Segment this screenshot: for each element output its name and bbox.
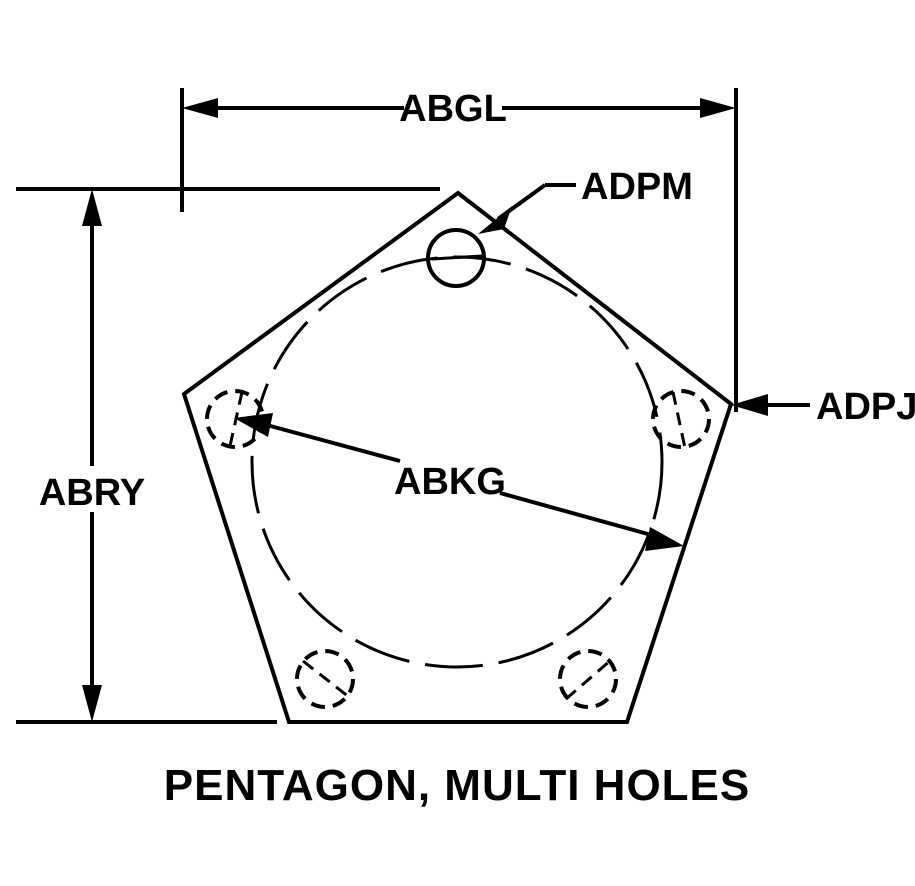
hole-lower-left — [295, 649, 355, 709]
adpm-label: ADPM — [581, 166, 693, 208]
leader-adpj: ADPJ — [731, 386, 915, 428]
dimension-abry: ABRY — [16, 187, 440, 724]
abkg-left-arrowhead — [234, 413, 273, 437]
adpj-label: ADPJ — [816, 386, 915, 428]
abkg-dimension-line-right — [499, 491, 656, 538]
hole-lower-left-slot-line — [302, 659, 350, 699]
abry-top-arrowhead — [82, 189, 102, 226]
hole-top-circle — [426, 228, 486, 288]
pentagon-outline — [181, 190, 734, 724]
pentagon-part — [181, 190, 734, 724]
leader-adpm: ADPM — [478, 166, 693, 234]
hole-upper-right-slot-line — [671, 391, 687, 449]
hole-lower-right — [558, 649, 618, 709]
abgl-left-arrowhead — [182, 98, 218, 118]
dimension-abkg: ABKG — [234, 413, 684, 551]
drawing-title: PENTAGON, MULTI HOLES — [164, 761, 750, 810]
abkg-dimension-line-left — [262, 422, 401, 463]
hole-lower-right-circle — [558, 649, 618, 709]
abry-label: ABRY — [39, 472, 145, 514]
hole-top-slot-line — [431, 254, 483, 261]
dimension-abgl: ABGL — [180, 88, 738, 412]
adpj-arrowhead — [731, 394, 768, 416]
hole-lower-left-circle — [295, 649, 355, 709]
abry-bottom-arrowhead — [82, 685, 102, 722]
adpm-arrowhead — [478, 206, 512, 234]
abgl-right-arrowhead — [700, 98, 736, 118]
abgl-label: ABGL — [399, 88, 507, 130]
abkg-right-arrowhead — [645, 527, 684, 551]
hole-upper-right-circle — [651, 389, 711, 449]
hole-upper-right — [651, 389, 711, 449]
abkg-label: ABKG — [394, 461, 506, 503]
hole-top — [426, 228, 486, 288]
hole-lower-right-slot-line — [565, 658, 612, 701]
